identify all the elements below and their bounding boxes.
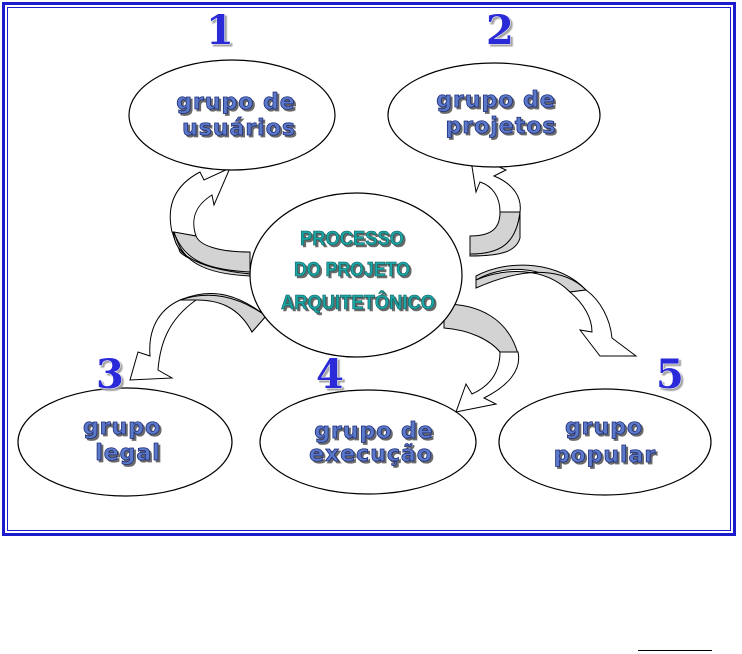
bottom-rule (638, 650, 712, 651)
group-1-label-line-2: usuários (182, 116, 296, 141)
center-label-line-3: ARQUITETÔNICO (281, 290, 435, 314)
arrow-center-to-group-3 (130, 293, 266, 380)
group-4-label-line-2: execução (309, 442, 433, 467)
group-3-label-line-1: grupo (83, 415, 161, 440)
center-label-line-2: DO PROJETO (294, 259, 410, 281)
group-2-label-line-2: projetos (446, 114, 557, 139)
arrow-center-to-group-1 (170, 168, 250, 276)
group-3-number: 3 (96, 351, 124, 398)
group-1-label-line-1: grupo de (176, 90, 295, 115)
group-1-number: 1 (206, 7, 234, 54)
group-2-label-line-1: grupo de (436, 88, 555, 113)
group-5-number: 5 (656, 351, 684, 398)
arrow-center-to-group-2 (470, 154, 520, 256)
group-5-oval (499, 389, 711, 495)
group-1-oval (129, 60, 335, 170)
arrow-center-to-group-4 (444, 304, 519, 412)
group-2-number: 2 (486, 7, 514, 54)
center-label-line-1: PROCESSO (300, 228, 404, 250)
group-5-label-line-2: popular (554, 443, 657, 468)
group-4-number: 4 (316, 351, 344, 398)
group-5-label-line-1: grupo (565, 415, 643, 440)
group-3-label-line-2: legal (95, 441, 161, 466)
group-4-label-line-1: grupo de (314, 419, 433, 444)
